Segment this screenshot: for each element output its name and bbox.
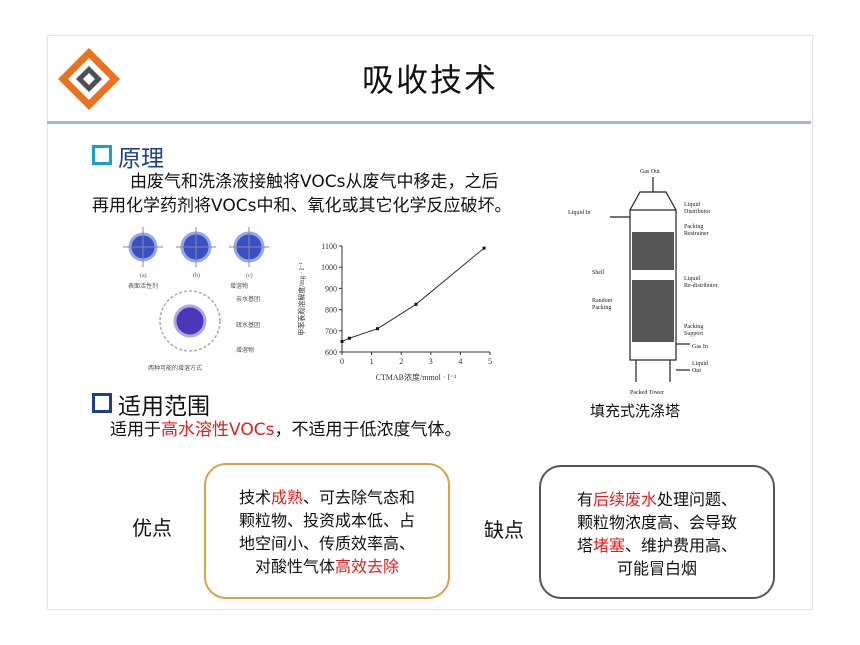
principle-line-2: 再用化学药剂将VOCs中和、氧化或其它化学反应破坏。: [92, 196, 512, 216]
pros-card: 技术成熟、可去除气态和 颗粒物、投资成本低、占 地空间小、传质效率高、 对酸性气…: [204, 463, 450, 599]
x-tick-label: 5: [488, 357, 492, 366]
cons-line-4: 可能冒白烟: [616, 559, 697, 578]
x-tick-label: 4: [458, 357, 462, 366]
applicability-heading: 适用范围: [92, 387, 210, 421]
y-tick-label: 800: [325, 306, 337, 315]
packed-tower-diagram: Gas Out Liquid In Liquid Distributor Pac…: [568, 169, 718, 396]
x-tick-label: 1: [370, 357, 374, 366]
data-point: [347, 336, 351, 340]
data-point: [482, 246, 486, 250]
tower-packing-support-line-1: Packing: [684, 324, 703, 330]
x-tick-label: 0: [340, 357, 344, 366]
company-logo: [58, 48, 120, 110]
cons-line-3: 塔堵塞、维护费用高、: [576, 536, 738, 555]
x-axis-label: CTMAB浓度/mmol · l⁻¹: [376, 372, 457, 382]
header-divider: [47, 121, 811, 124]
y-tick-label: 1100: [321, 242, 337, 251]
large-micelle: [159, 290, 221, 352]
y-tick-label: 1000: [321, 263, 337, 272]
tower-liquid-distributor-line-1: Liquid: [684, 202, 700, 208]
tower-liquid-distributor-line-2: Distributor: [684, 209, 710, 215]
tower-gas-out: Gas Out: [640, 169, 660, 175]
tower-figure-label: Packed Tower: [630, 390, 664, 396]
cons-line-2: 颗粒物浓度高、会导致: [576, 513, 737, 532]
micelle-b: [176, 227, 216, 267]
y-tick-label: 600: [325, 348, 337, 357]
tower-packing-support-line-2: Support: [684, 331, 703, 337]
cons-line-1: 有后续废水处理问题、: [576, 490, 738, 509]
tower-random-packing-line-1: Random: [592, 298, 613, 304]
tower-random-packing-line-2: Packing: [592, 305, 611, 311]
cons-card: 有后续废水处理问题、 颗粒物浓度高、会导致 塔堵塞、维护费用高、 可能冒白烟: [539, 465, 775, 599]
tower-caption: 填充式洗涤塔: [590, 402, 681, 420]
square-bullet-icon: [92, 393, 112, 413]
tower-gas-in: Gas In: [692, 344, 708, 350]
tower-liquid-out-line-2: Out: [692, 368, 701, 374]
principle-heading: 原理: [92, 139, 164, 173]
pros-line-1: 技术成熟、可去除气态和: [238, 488, 416, 507]
pros-label: 优点: [132, 516, 172, 540]
tower-liquid-in: Liquid In: [568, 210, 591, 216]
pros-line-3: 地空间小、传质效率高、: [238, 534, 415, 553]
upper-packing-bed: [632, 232, 674, 270]
micelle-side-label-2: 疏水基团: [236, 321, 260, 329]
micelle-side-label-3: 增溶物: [236, 346, 254, 354]
tower-redistributor-line-2: Re-distributor: [684, 283, 718, 289]
data-point: [340, 339, 344, 343]
pros-line-2: 颗粒物、投资成本低、占: [238, 511, 415, 530]
tower-packing-restrainer-line-1: Packing: [684, 224, 703, 230]
y-tick-label: 700: [325, 327, 337, 336]
data-point: [376, 327, 380, 331]
cons-label: 缺点: [484, 518, 524, 542]
tower-packing-restrainer-line-2: Restrainer: [684, 231, 709, 237]
micelle-label-a: (a): [140, 272, 147, 279]
micelle-label-c: (c): [246, 272, 253, 279]
tower-shell: Shell: [592, 270, 605, 276]
micelle-side-label-1: 亲水基团: [236, 295, 260, 303]
pros-line-4: 对酸性气体高效去除: [254, 557, 400, 576]
tower-redistributor-line-1: Liquid: [684, 276, 700, 282]
micelle-illustration: (a) (b) (c) 表面活性剂 增溶物 亲水基团 疏水基团 增溶物 两种可能…: [123, 227, 269, 372]
principle-line-1: 由废气和洗涤液接触将VOCs从废气中移走，之后: [130, 172, 499, 192]
applicability-text: 适用于高水溶性VOCs，不适用于低浓度气体。: [110, 420, 462, 440]
x-tick-label: 2: [399, 357, 403, 366]
tower-liquid-out-line-1: Liquid: [692, 361, 708, 367]
micelle-a: [123, 227, 163, 267]
series-line: [341, 247, 485, 342]
micelle-caption-b: 增溶物: [230, 282, 248, 290]
data-point: [414, 302, 418, 306]
x-tick-label: 3: [429, 357, 433, 366]
page-title: 吸收技术: [361, 61, 498, 99]
micelle-caption-bottom: 两种可能的增溶方式: [148, 364, 202, 372]
micelle-label-b: (b): [193, 272, 200, 279]
square-bullet-icon: [92, 145, 112, 165]
micelle-caption-a: 表面活性剂: [128, 282, 158, 290]
lower-packing-bed: [632, 280, 674, 342]
y-axis-label: 甲苯表观溶解度/mg · l⁻¹: [297, 262, 306, 335]
micelle-c: [229, 227, 269, 267]
y-tick-label: 900: [325, 284, 337, 293]
